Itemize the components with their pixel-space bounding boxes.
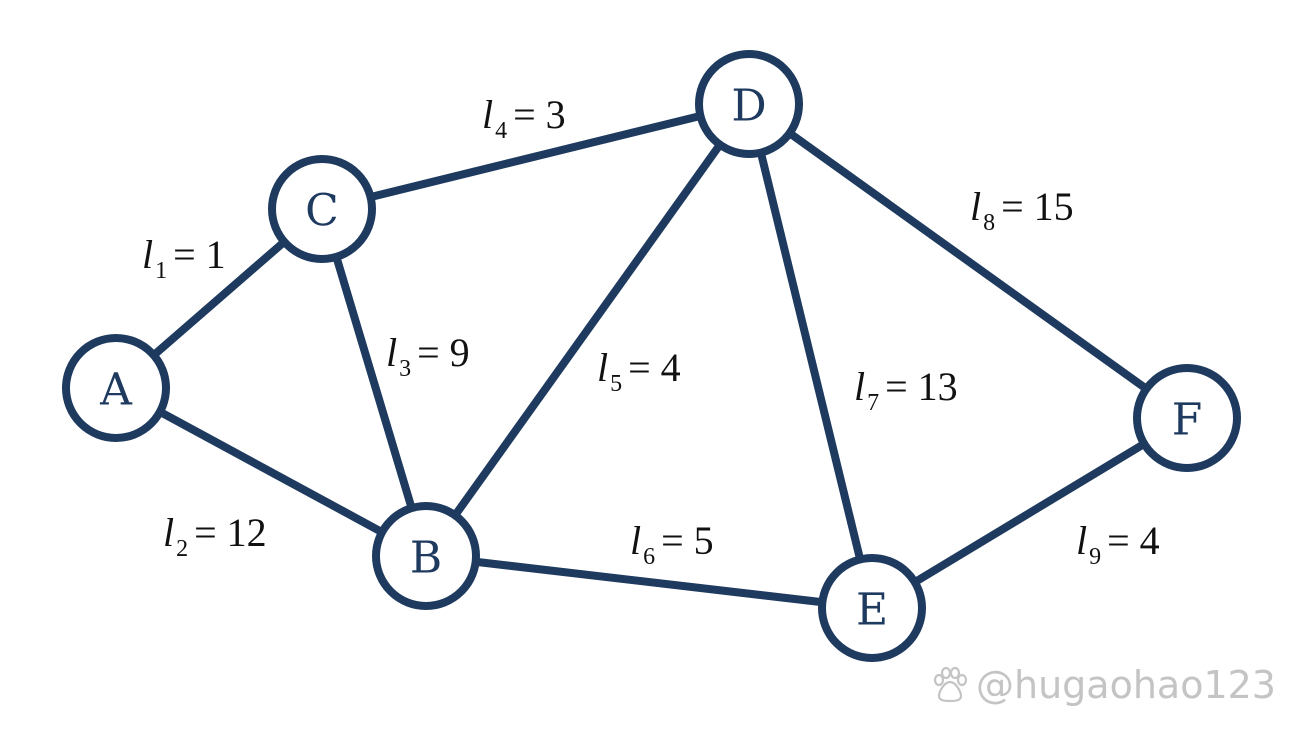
edge-label-l1: l1= 1 <box>142 232 226 284</box>
node-circle-b <box>372 502 480 610</box>
edge-d-e <box>745 103 876 609</box>
edge-label-l6: l6= 5 <box>630 518 714 570</box>
watermark-text: @hugaohao123 <box>976 663 1276 707</box>
edge-c-b <box>318 207 430 558</box>
node-f: F <box>1133 364 1241 472</box>
node-label-b: B <box>410 533 442 584</box>
edge-a-b <box>114 384 428 560</box>
node-label-d: D <box>731 81 766 132</box>
node-circle-c <box>268 155 376 263</box>
nodes-layer: A B C D E F <box>62 50 1241 662</box>
edge-label-l5: l5= 4 <box>597 345 681 397</box>
baidu-paw-icon <box>933 666 968 703</box>
node-label-f: F <box>1172 395 1203 446</box>
node-label-e: E <box>856 585 888 636</box>
edge-c-d <box>321 100 750 213</box>
edge-b-d <box>422 101 753 559</box>
edge-labels-layer: l1= 1 l2= 12 l3= 9 l4= 3 l5= 4 l6= 5 l7= 13 l8=… <box>142 92 1160 570</box>
node-d: D <box>695 50 803 158</box>
edge-d-f <box>746 100 1190 422</box>
edge-e-f <box>869 414 1190 612</box>
node-label-c: C <box>305 186 339 237</box>
node-circle-d <box>695 50 803 158</box>
node-label-a: A <box>99 365 133 416</box>
node-circle-a <box>62 334 170 442</box>
node-circle-e <box>818 554 926 662</box>
edge-label-l2: l2= 12 <box>163 510 267 562</box>
node-e: E <box>818 554 926 662</box>
edge-label-l4: l4= 3 <box>482 92 566 144</box>
watermark: @hugaohao123 <box>930 662 1276 708</box>
node-a: A <box>62 334 170 442</box>
edge-b-e <box>425 552 873 612</box>
edge-label-l7: l7= 13 <box>854 364 958 416</box>
node-circle-f <box>1133 364 1241 472</box>
edges-layer <box>113 100 1190 612</box>
node-b: B <box>372 502 480 610</box>
edge-label-l8: l8= 15 <box>970 184 1074 236</box>
edge-label-l9: l9= 4 <box>1076 518 1160 570</box>
node-c: C <box>268 155 376 263</box>
edge-label-l3: l3= 9 <box>386 330 470 382</box>
